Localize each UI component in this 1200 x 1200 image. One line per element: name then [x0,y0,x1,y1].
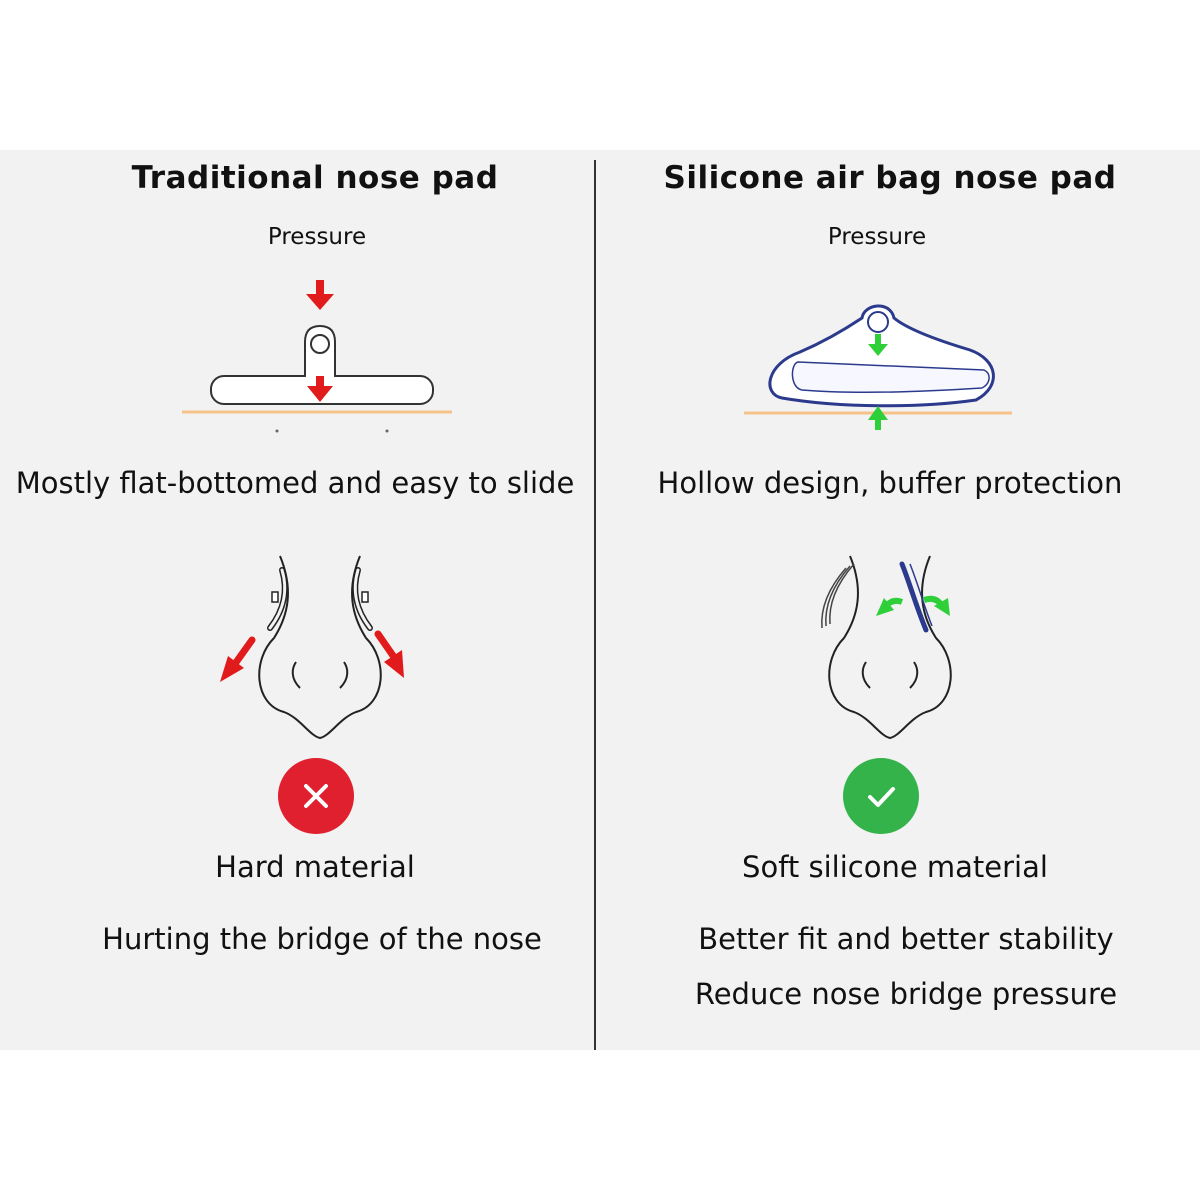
fit-arrow-right-icon [923,595,950,616]
left-material: Hard material [215,850,415,884]
fit-arrow-left-icon [876,597,904,616]
right-pressure-label: Pressure [827,224,927,250]
pressure-arrow-up-green-icon [868,406,888,430]
left-title: Traditional nose pad [131,160,499,196]
right-material: Soft silicone material [742,850,1048,884]
slip-arrow-right-icon [374,630,404,678]
cross-icon [278,758,354,834]
right-effect-1: Better fit and better stability [698,922,1114,956]
left-effect: Hurting the bridge of the nose [102,922,542,956]
comparison-panel [0,150,1200,1050]
stem-hole [310,334,330,354]
right-caption: Hollow design, buffer protection [657,466,1123,500]
right-effect-2: Reduce nose bridge pressure [694,977,1118,1011]
left-caption: Mostly flat-bottomed and easy to slide [15,466,575,500]
left-silicone-pad [821,563,855,629]
stem-hole [867,311,889,333]
pressure-arrow-down-green-icon [868,334,888,356]
air-chamber [791,361,990,393]
pressure-arrow-down-icon [306,280,334,310]
inner-pressure-arrow-icon [307,376,333,402]
right-silicone-pad [899,561,929,633]
nose-fit-diagram [821,555,952,740]
left-pressure-label: Pressure [267,224,367,250]
nose-slipping-diagram [220,555,404,740]
check-icon [843,758,919,834]
slip-arrow-left-icon [220,636,256,682]
airbag-pad-diagram [744,304,1012,430]
traditional-pad-diagram [182,280,452,433]
right-title: Silicone air bag nose pad [663,160,1117,196]
center-divider [594,160,596,1050]
nose-outline [258,555,382,740]
nose-outline [828,555,952,740]
